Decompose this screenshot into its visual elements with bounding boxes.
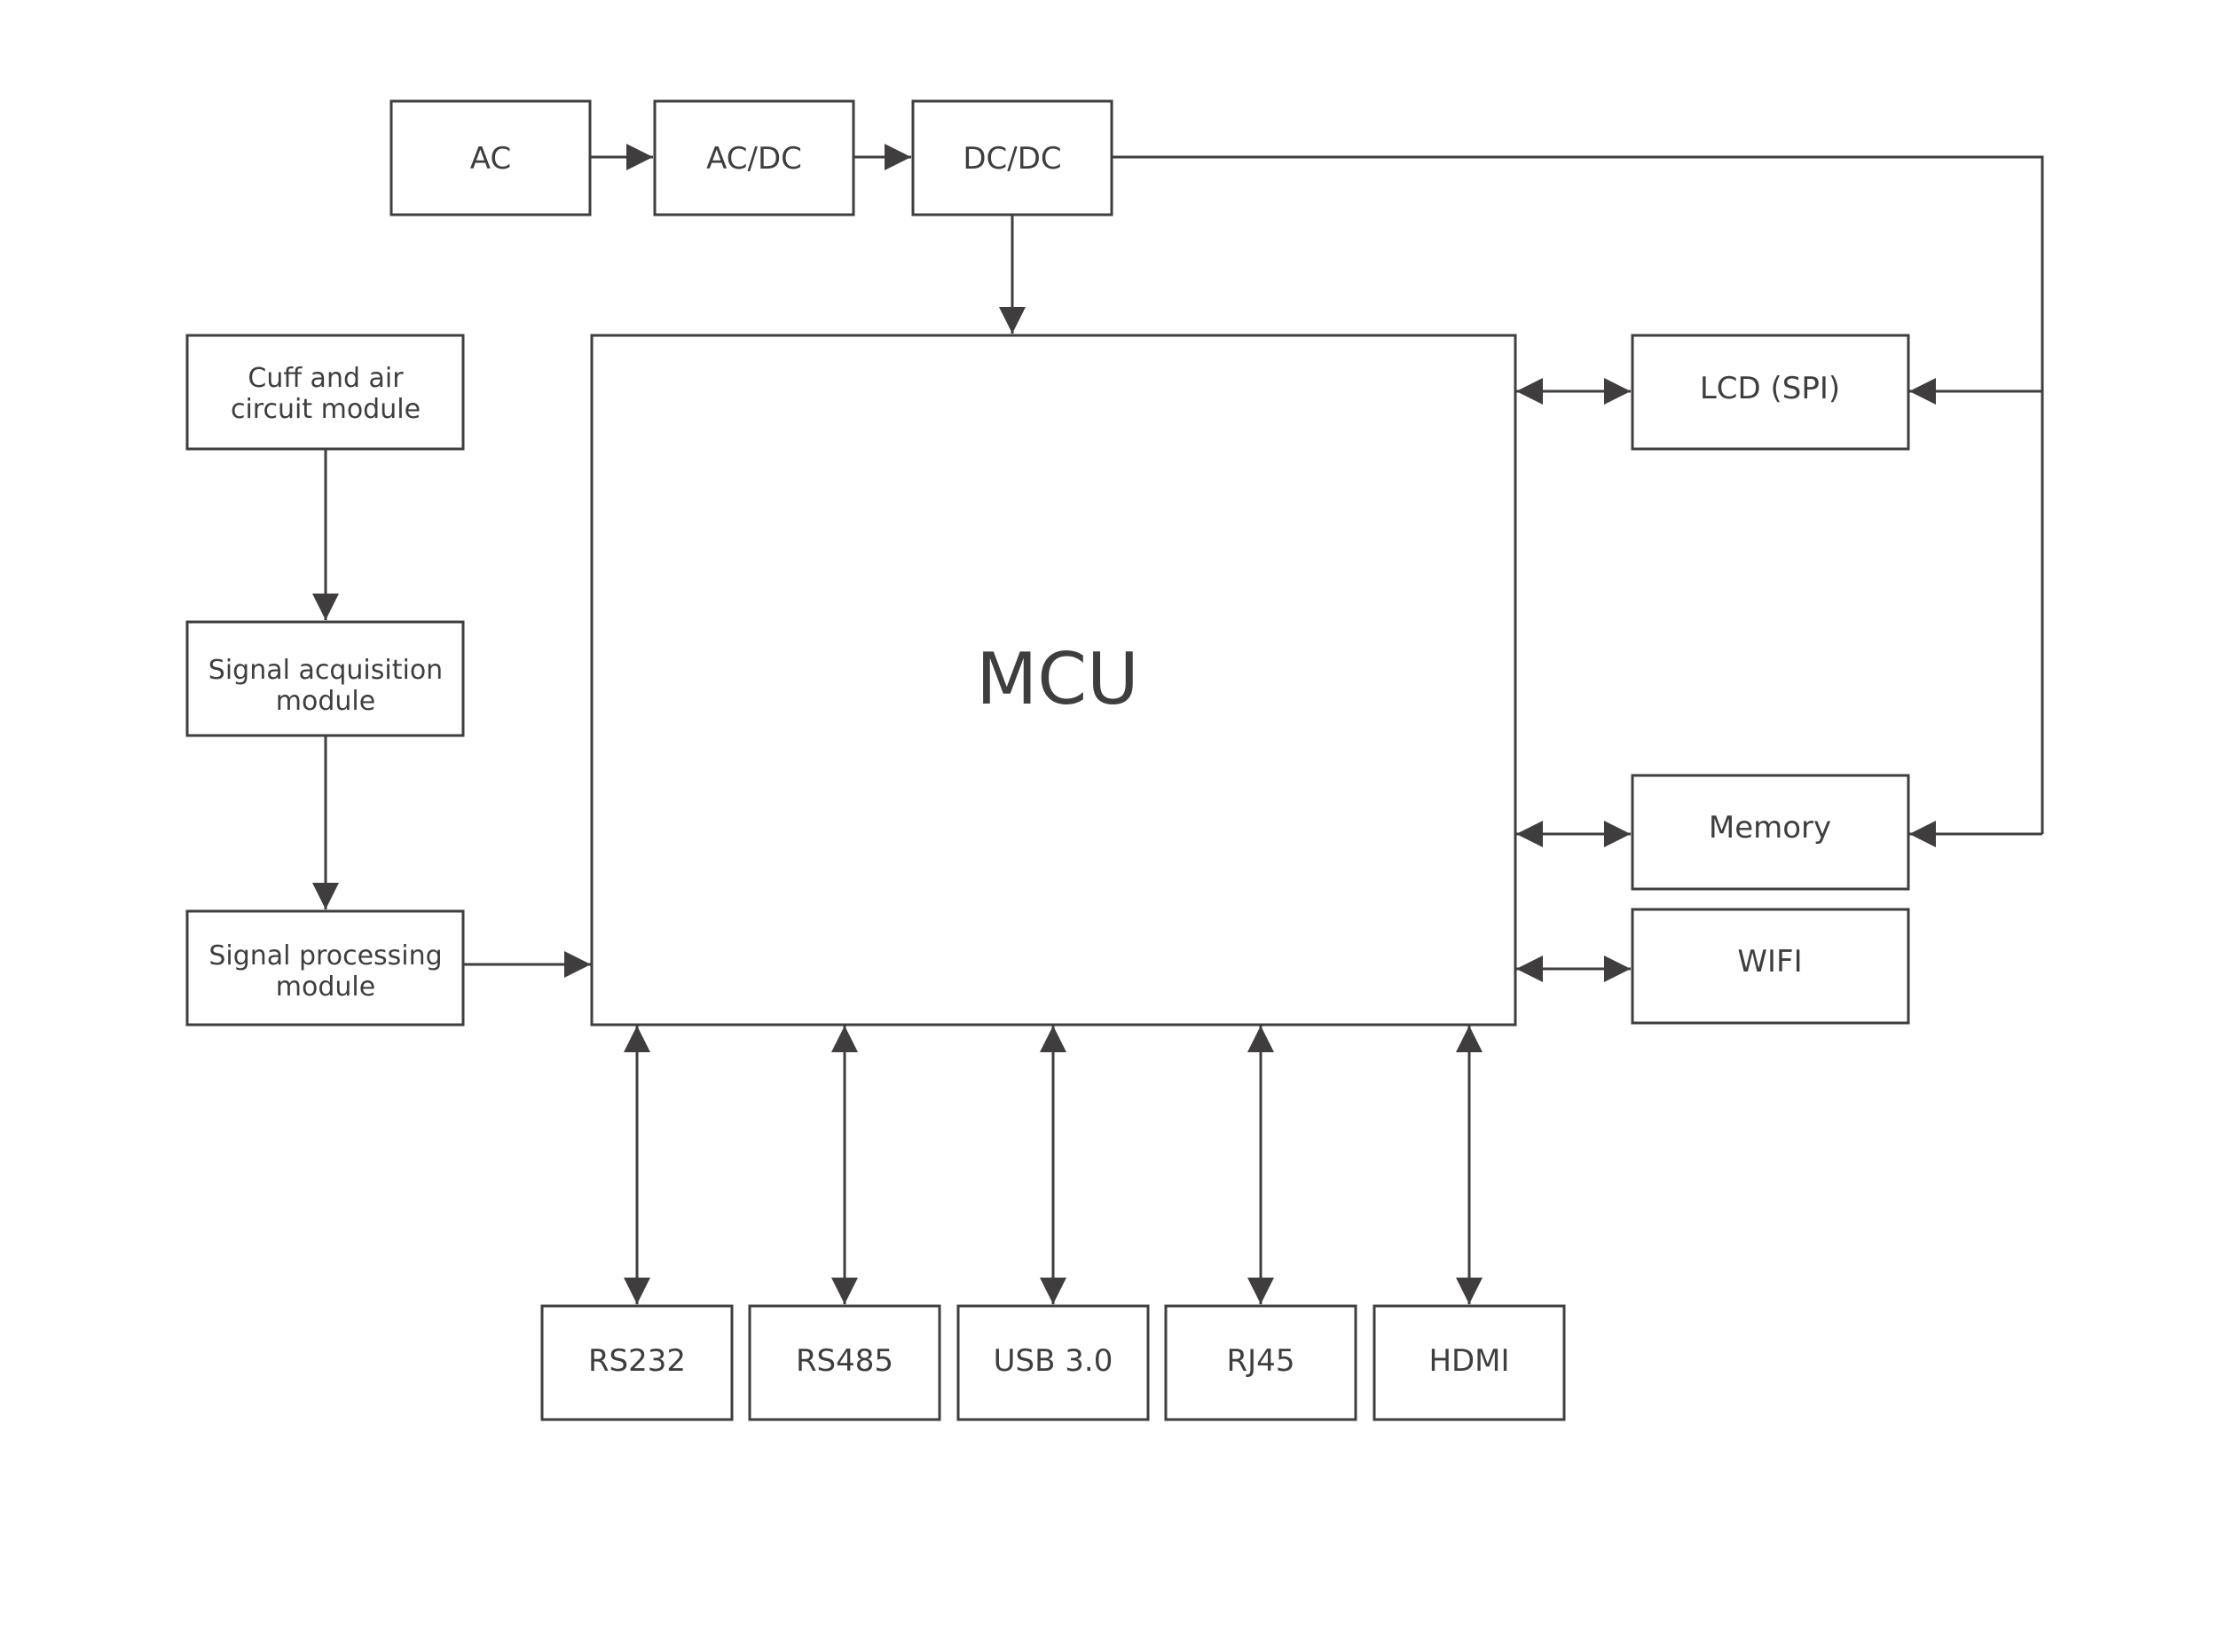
- block-ac-label: AC: [470, 141, 511, 177]
- block-ac: AC: [389, 99, 592, 216]
- block-lcd-label: LCD (SPI): [1700, 371, 1840, 406]
- block-usb-label: USB 3.0: [994, 1343, 1113, 1379]
- block-memory-label: Memory: [1709, 810, 1831, 846]
- block-acquisition-label-line1: Signal acquisition: [208, 655, 443, 686]
- block-acquisition-label-line2: module: [276, 686, 375, 717]
- block-cuff-label-line2: circuit module: [231, 394, 421, 425]
- block-rs232-label: RS232: [588, 1343, 686, 1379]
- power-rail-dcdc-right: [1112, 155, 2044, 834]
- block-usb: USB 3.0: [956, 1304, 1150, 1421]
- connectors: [312, 144, 2044, 1304]
- block-rs232: RS232: [540, 1304, 734, 1421]
- block-acdc: AC/DC: [653, 99, 855, 216]
- block-cuff-label-line1: Cuff and air: [248, 363, 404, 394]
- block-rj45: RJ45: [1164, 1304, 1357, 1421]
- block-acquisition: Signal acquisition module: [185, 620, 465, 737]
- block-cuff: Cuff and air circuit module: [185, 334, 465, 451]
- block-lcd: LCD (SPI): [1631, 334, 1910, 451]
- block-hdmi: HDMI: [1372, 1304, 1566, 1421]
- block-rj45-label: RJ45: [1227, 1343, 1295, 1379]
- block-processing: Signal processing module: [185, 909, 465, 1027]
- block-dcdc: DC/DC: [911, 99, 1113, 216]
- block-processing-label-line2: module: [276, 972, 375, 1003]
- block-hdmi-label: HDMI: [1428, 1343, 1509, 1379]
- block-memory: Memory: [1631, 774, 1910, 891]
- block-acdc-label: AC/DC: [706, 141, 802, 177]
- block-processing-label-line1: Signal processing: [208, 940, 442, 972]
- block-wifi-label: WIFI: [1737, 944, 1802, 979]
- block-wifi: WIFI: [1631, 908, 1910, 1025]
- block-mcu-label: MCU: [976, 638, 1138, 720]
- block-rs485: RS485: [748, 1304, 941, 1421]
- block-dcdc-label: DC/DC: [963, 141, 1061, 177]
- block-mcu: MCU: [590, 334, 1517, 1027]
- block-rs485-label: RS485: [796, 1343, 893, 1379]
